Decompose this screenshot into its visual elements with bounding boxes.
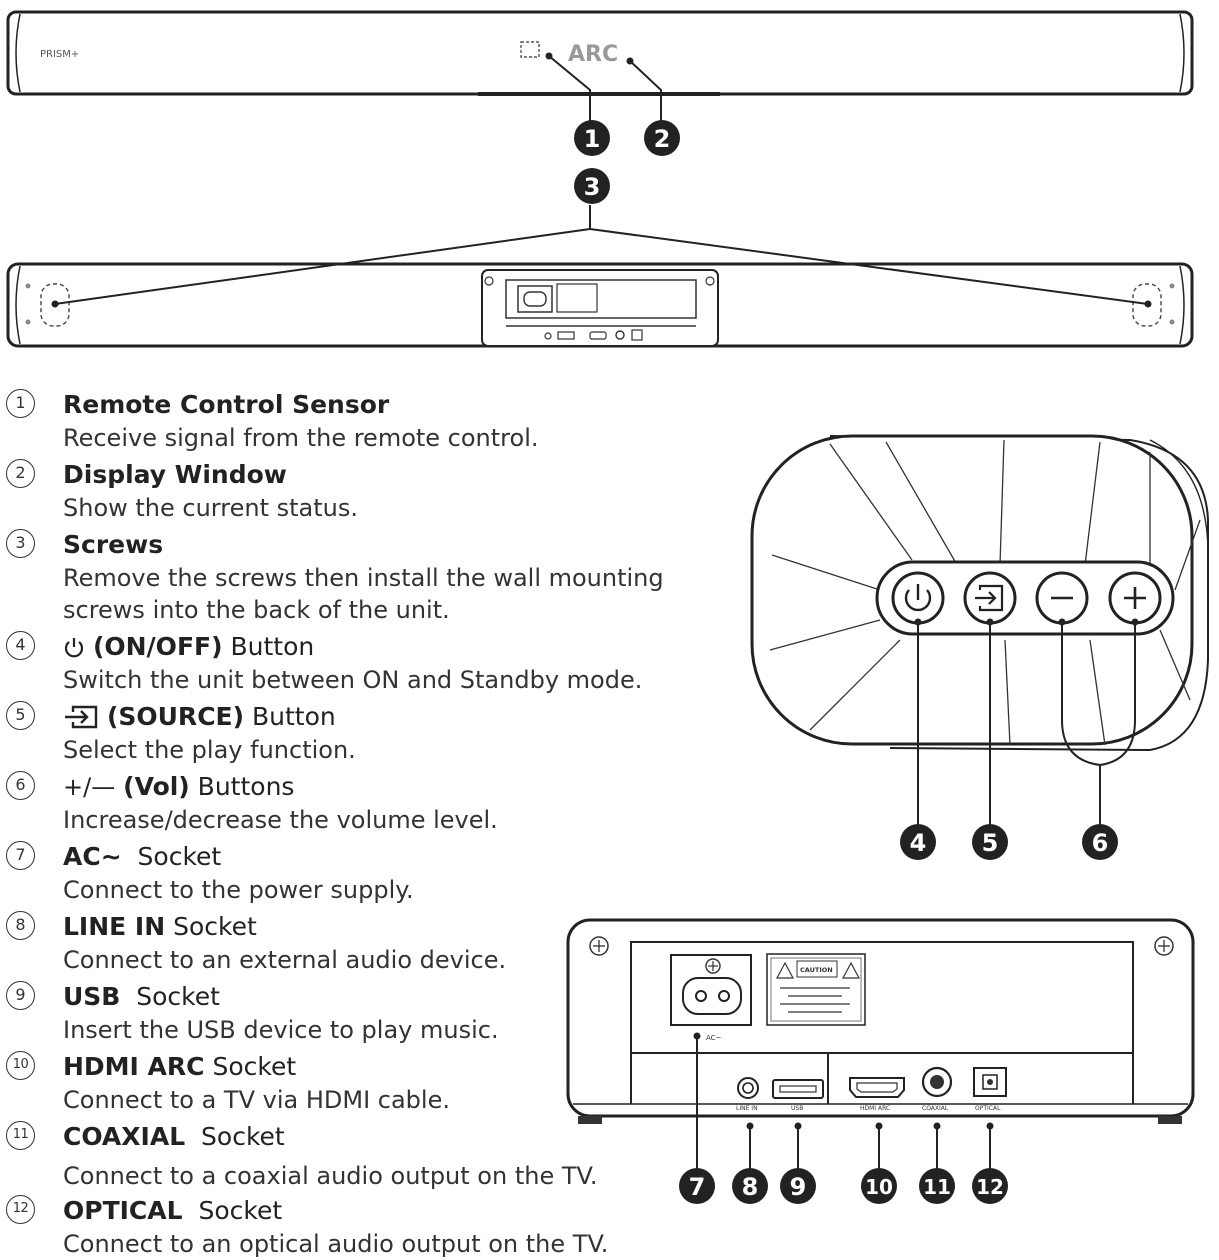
- feature-description: Increase/decrease the volume level.: [63, 806, 498, 834]
- feature-number: 9: [6, 981, 35, 1010]
- svg-text:6: 6: [1092, 829, 1109, 857]
- soundbar-front-view: PRISM+ ARC: [6, 10, 1194, 125]
- callout-6: 6: [1082, 824, 1118, 860]
- callout-8: 8: [732, 1168, 768, 1204]
- feature-title: LINE IN Socket: [63, 912, 257, 941]
- feature-number: 10: [6, 1051, 35, 1080]
- callout-9: 9: [780, 1168, 816, 1204]
- feature-title: OPTICAL Socket: [63, 1196, 283, 1225]
- feature-number: 7: [6, 841, 35, 870]
- callout-12: 12: [972, 1168, 1008, 1204]
- feature-number: 6: [6, 771, 35, 800]
- callout-7: 7: [679, 1168, 715, 1204]
- feature-description: Connect to an external audio device.: [63, 946, 507, 974]
- feature-number: 8: [6, 911, 35, 940]
- feature-number: 4: [6, 631, 35, 660]
- feature-description: Receive signal from the remote control.: [63, 424, 539, 452]
- svg-text:12: 12: [976, 1175, 1004, 1199]
- feature-description: Show the current status.: [63, 494, 358, 522]
- feature-description: Switch the unit between ON and Standby m…: [63, 666, 643, 694]
- feature-description: Remove the screws then install the wall …: [63, 564, 664, 624]
- callout-2: 2: [644, 120, 680, 156]
- feature-description: Connect to a coaxial audio output on the…: [63, 1162, 598, 1190]
- feature-title: Remote Control Sensor: [63, 390, 390, 419]
- line-in-port-label: LINE IN: [736, 1105, 758, 1112]
- svg-text:10: 10: [865, 1175, 893, 1199]
- plus-minus-icon: +/—: [63, 773, 116, 801]
- feature-description: Connect to a TV via HDMI cable.: [63, 1086, 450, 1114]
- feature-description: Connect to the power supply.: [63, 876, 414, 904]
- usb-port-label: USB: [791, 1105, 803, 1112]
- coaxial-port-label: COAXIAL: [922, 1105, 949, 1112]
- feature-title: HDMI ARC Socket: [63, 1052, 297, 1081]
- callout-11: 11: [919, 1168, 955, 1204]
- arc-display-label: ARC: [568, 42, 618, 67]
- hdmi-arc-port-label: HDMI ARC: [860, 1105, 890, 1112]
- feature-title: (SOURCE) Button: [63, 702, 336, 731]
- callout-1: 1: [574, 120, 610, 156]
- feature-number: 2: [6, 459, 35, 488]
- right-screw-recess: [1132, 283, 1162, 327]
- callout-10: 10: [861, 1168, 897, 1204]
- feature-number: 11: [6, 1121, 35, 1150]
- svg-text:8: 8: [742, 1173, 759, 1201]
- callout-5: 5: [972, 824, 1008, 860]
- feature-title: AC~ Socket: [63, 842, 222, 871]
- feature-title: (ON/OFF) Button: [63, 632, 314, 661]
- svg-text:11: 11: [923, 1175, 951, 1199]
- brand-logo: PRISM+: [40, 49, 79, 60]
- caution-label: CAUTION: [800, 966, 833, 974]
- button-panel-closeup: [750, 434, 1209, 825]
- callout-4: 4: [900, 824, 936, 860]
- svg-text:7: 7: [689, 1173, 706, 1201]
- feature-description: Connect to an optical audio output on th…: [63, 1230, 609, 1258]
- power-icon: [64, 638, 84, 658]
- source-icon: [65, 705, 98, 729]
- callout-3: 3: [574, 168, 610, 204]
- feature-title: Display Window: [63, 460, 287, 489]
- soundbar-back-view: [6, 205, 1194, 348]
- svg-text:1: 1: [584, 125, 601, 153]
- feature-title: USB Socket: [63, 982, 220, 1011]
- port-panel-closeup: AC~ CAUTION LINE IN USB HDMI ARC COAXIAL: [566, 918, 1195, 1170]
- feature-title: +/— (Vol) Buttons: [63, 772, 295, 801]
- feature-number: 3: [6, 529, 35, 558]
- svg-text:4: 4: [910, 829, 927, 857]
- feature-title: COAXIAL Socket: [63, 1122, 285, 1151]
- svg-text:9: 9: [790, 1173, 807, 1201]
- feature-description: Select the play function.: [63, 736, 356, 764]
- left-screw-recess: [40, 283, 70, 327]
- svg-text:2: 2: [654, 125, 671, 153]
- optical-port-label: OPTICAL: [975, 1105, 1001, 1112]
- feature-number: 1: [6, 389, 35, 418]
- remote-sensor-window: [520, 41, 540, 58]
- feature-title: Screws: [63, 530, 164, 559]
- svg-text:3: 3: [584, 173, 601, 201]
- feature-number: 12: [6, 1195, 35, 1224]
- feature-number: 5: [6, 701, 35, 730]
- svg-text:5: 5: [982, 829, 999, 857]
- ac-port-label: AC~: [706, 1034, 722, 1042]
- callout-badges: 1 2 3 4 5 6 7 8: [574, 120, 1118, 1204]
- feature-description: Insert the USB device to play music.: [63, 1016, 499, 1044]
